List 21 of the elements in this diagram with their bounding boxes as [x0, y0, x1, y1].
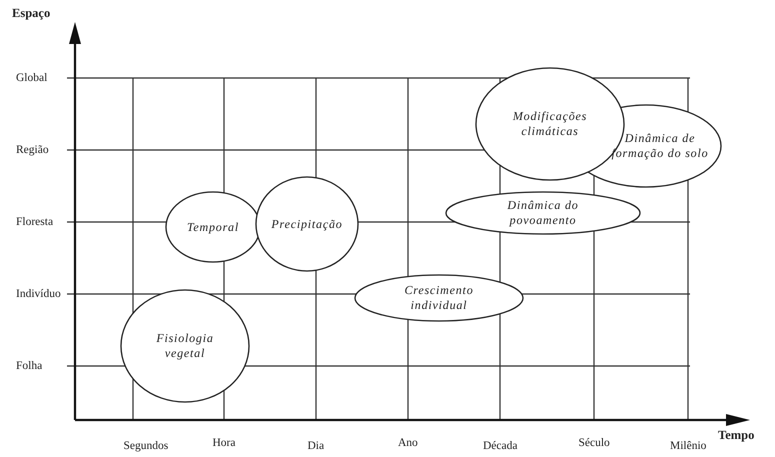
axis-title: Tempo [718, 428, 754, 443]
tick-label: Folha [16, 360, 42, 372]
tick-label: Década [483, 440, 518, 452]
tick-label: Dia [308, 440, 324, 452]
ellipse-label: Precipitação [270, 216, 344, 232]
tick-label: Ano [398, 437, 418, 449]
ellipse-label: Fisiologia vegetal [155, 331, 215, 361]
ellipse-label: Dinâmica de formação do solo [610, 131, 710, 161]
ellipse-label: Modificações climáticas [512, 109, 588, 139]
ellipse-label: Dinâmica do povoamento [506, 198, 580, 228]
axis-title: Espaço [12, 6, 50, 21]
tick-label: Global [16, 72, 48, 84]
tick-label: Região [16, 144, 49, 156]
tick-label: Século [578, 437, 610, 449]
tick-label: Milênio [670, 440, 706, 452]
tick-label: Indivíduo [16, 288, 61, 300]
tick-label: Segundos [124, 440, 168, 452]
tick-label: Floresta [16, 216, 54, 228]
ellipse-label: Temporal [186, 220, 240, 234]
ellipse-label: Crescimento individual [403, 283, 474, 313]
tick-label: Hora [212, 437, 236, 449]
